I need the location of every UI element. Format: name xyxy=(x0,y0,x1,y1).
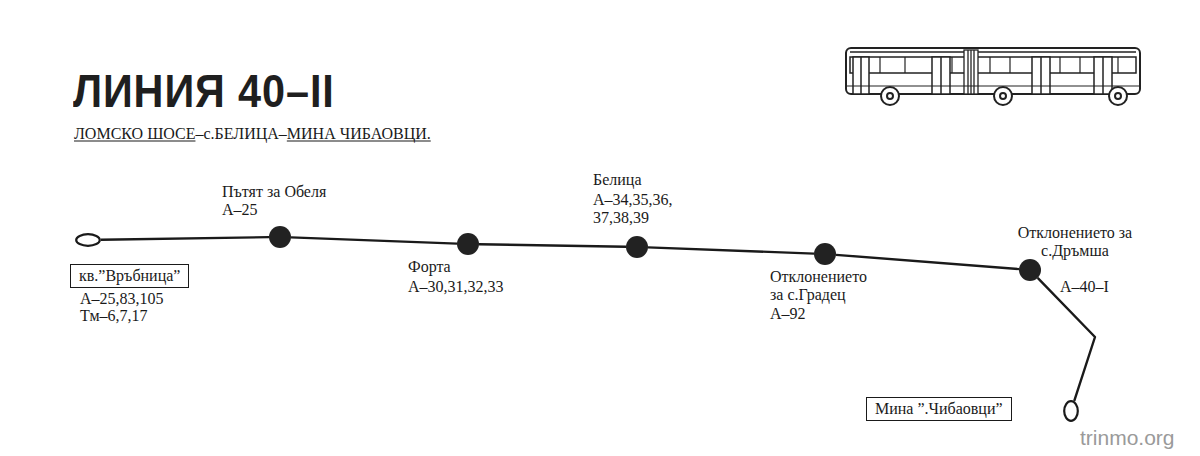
loop-shape xyxy=(75,233,101,247)
route-segment xyxy=(291,237,457,243)
stop-circle xyxy=(457,233,479,255)
loop-outline xyxy=(1064,401,1078,421)
stop-name: Белица xyxy=(593,171,642,189)
bus-window-band xyxy=(850,57,1136,73)
dot-shape xyxy=(457,233,479,255)
dot-shape xyxy=(269,226,291,248)
route-numbers: А–92 xyxy=(770,305,806,323)
terminus-loop: кв.”Връбница”А–25,83,105Тм–6,7,17 xyxy=(75,233,101,247)
stop-dot: Отклонението за с.ГрадецА–92 xyxy=(814,243,836,265)
stop-dot: Пътят за ОбеляА–25 xyxy=(269,226,291,248)
route-numbers: А–25,83,105 xyxy=(80,290,164,308)
stop-circle xyxy=(626,236,648,258)
watermark: trinmo.org xyxy=(1080,426,1175,450)
route-numbers: А–34,35,36, 37,38,39 xyxy=(593,191,703,227)
loop-shape xyxy=(1063,400,1079,422)
terminal-label: кв.”Връбница” xyxy=(70,264,189,288)
stop-name: Отклонението за с.Дръмша xyxy=(995,224,1155,260)
dot-shape xyxy=(626,236,648,258)
stop-dot: ФортаА–30,31,32,33 xyxy=(457,233,479,255)
stop-circle xyxy=(269,226,291,248)
route-segment xyxy=(479,244,626,247)
terminal-label: Мина ”.Чибаовци” xyxy=(866,397,1012,421)
route-segment xyxy=(1038,278,1095,401)
route-segment xyxy=(101,237,269,240)
stop-dot: Отклонението за с.ДръмшаА–40–I xyxy=(1019,259,1041,281)
stop-name: Пътят за Обеля xyxy=(222,183,326,201)
stop-dot: БелицаА–34,35,36, 37,38,39 xyxy=(626,236,648,258)
route-numbers: А–40–I xyxy=(1060,278,1109,296)
stop-name: Отклонението за с.Градец xyxy=(770,268,875,304)
loop-outline xyxy=(76,234,100,246)
bus-window-frames xyxy=(880,57,1118,73)
route-segment xyxy=(836,255,1019,269)
line-title: ЛИНИЯ 40–II xyxy=(73,66,335,116)
bus-joint xyxy=(964,50,978,94)
dot-shape xyxy=(814,243,836,265)
stop-circle xyxy=(1019,259,1041,281)
route-numbers: Тм–6,7,17 xyxy=(80,307,148,325)
stop-circle xyxy=(814,243,836,265)
stop-name: Форта xyxy=(408,258,451,276)
route-segment xyxy=(648,247,814,253)
bus-wheels xyxy=(881,87,1127,105)
bus-roof-line xyxy=(850,51,1136,53)
route-numbers: А–25 xyxy=(222,201,258,219)
bus-drawing xyxy=(846,48,1140,105)
route-subtitle: ЛОМСКО ШОСЕ–с.БЕЛИЦА–МИНА ЧИБАОВЦИ. xyxy=(74,124,431,144)
route-numbers: А–30,31,32,33 xyxy=(408,278,504,296)
terminus-loop: Мина ”.Чибаовци” xyxy=(1063,400,1079,422)
dot-shape xyxy=(1019,259,1041,281)
